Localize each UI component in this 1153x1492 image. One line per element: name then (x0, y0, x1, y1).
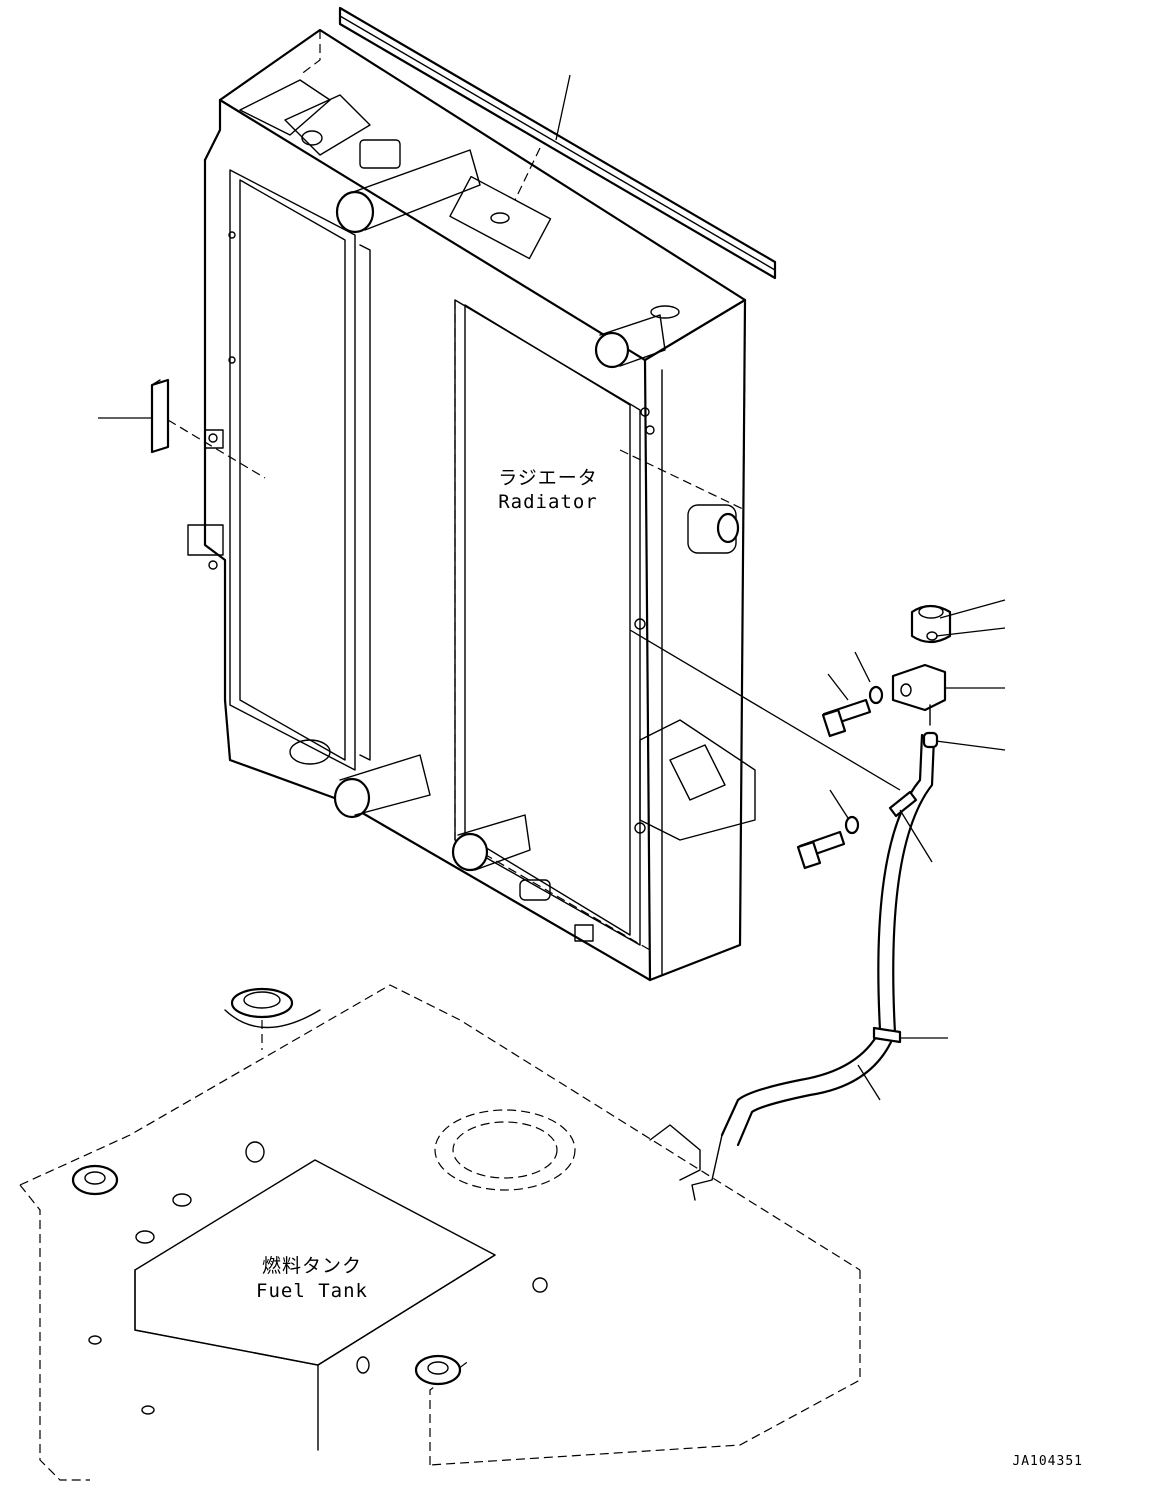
breather-hose-assembly (691, 599, 1006, 1201)
bolt-lower (796, 830, 846, 870)
radiator-label-en: Radiator (498, 491, 598, 513)
fuel-tank-assembly: 燃料タンク Fuel Tank (19, 984, 861, 1481)
radiator-label-ja: ラジエータ (498, 467, 598, 489)
fuel-tank-label-ja: 燃料タンク (262, 1255, 362, 1277)
bolt-upper (821, 698, 872, 738)
fuel-tank-label-en: Fuel Tank (256, 1280, 368, 1302)
drawing-code: JA104351 (1012, 1454, 1083, 1469)
radiator-assembly: ラジエータ Radiator (98, 6, 901, 982)
